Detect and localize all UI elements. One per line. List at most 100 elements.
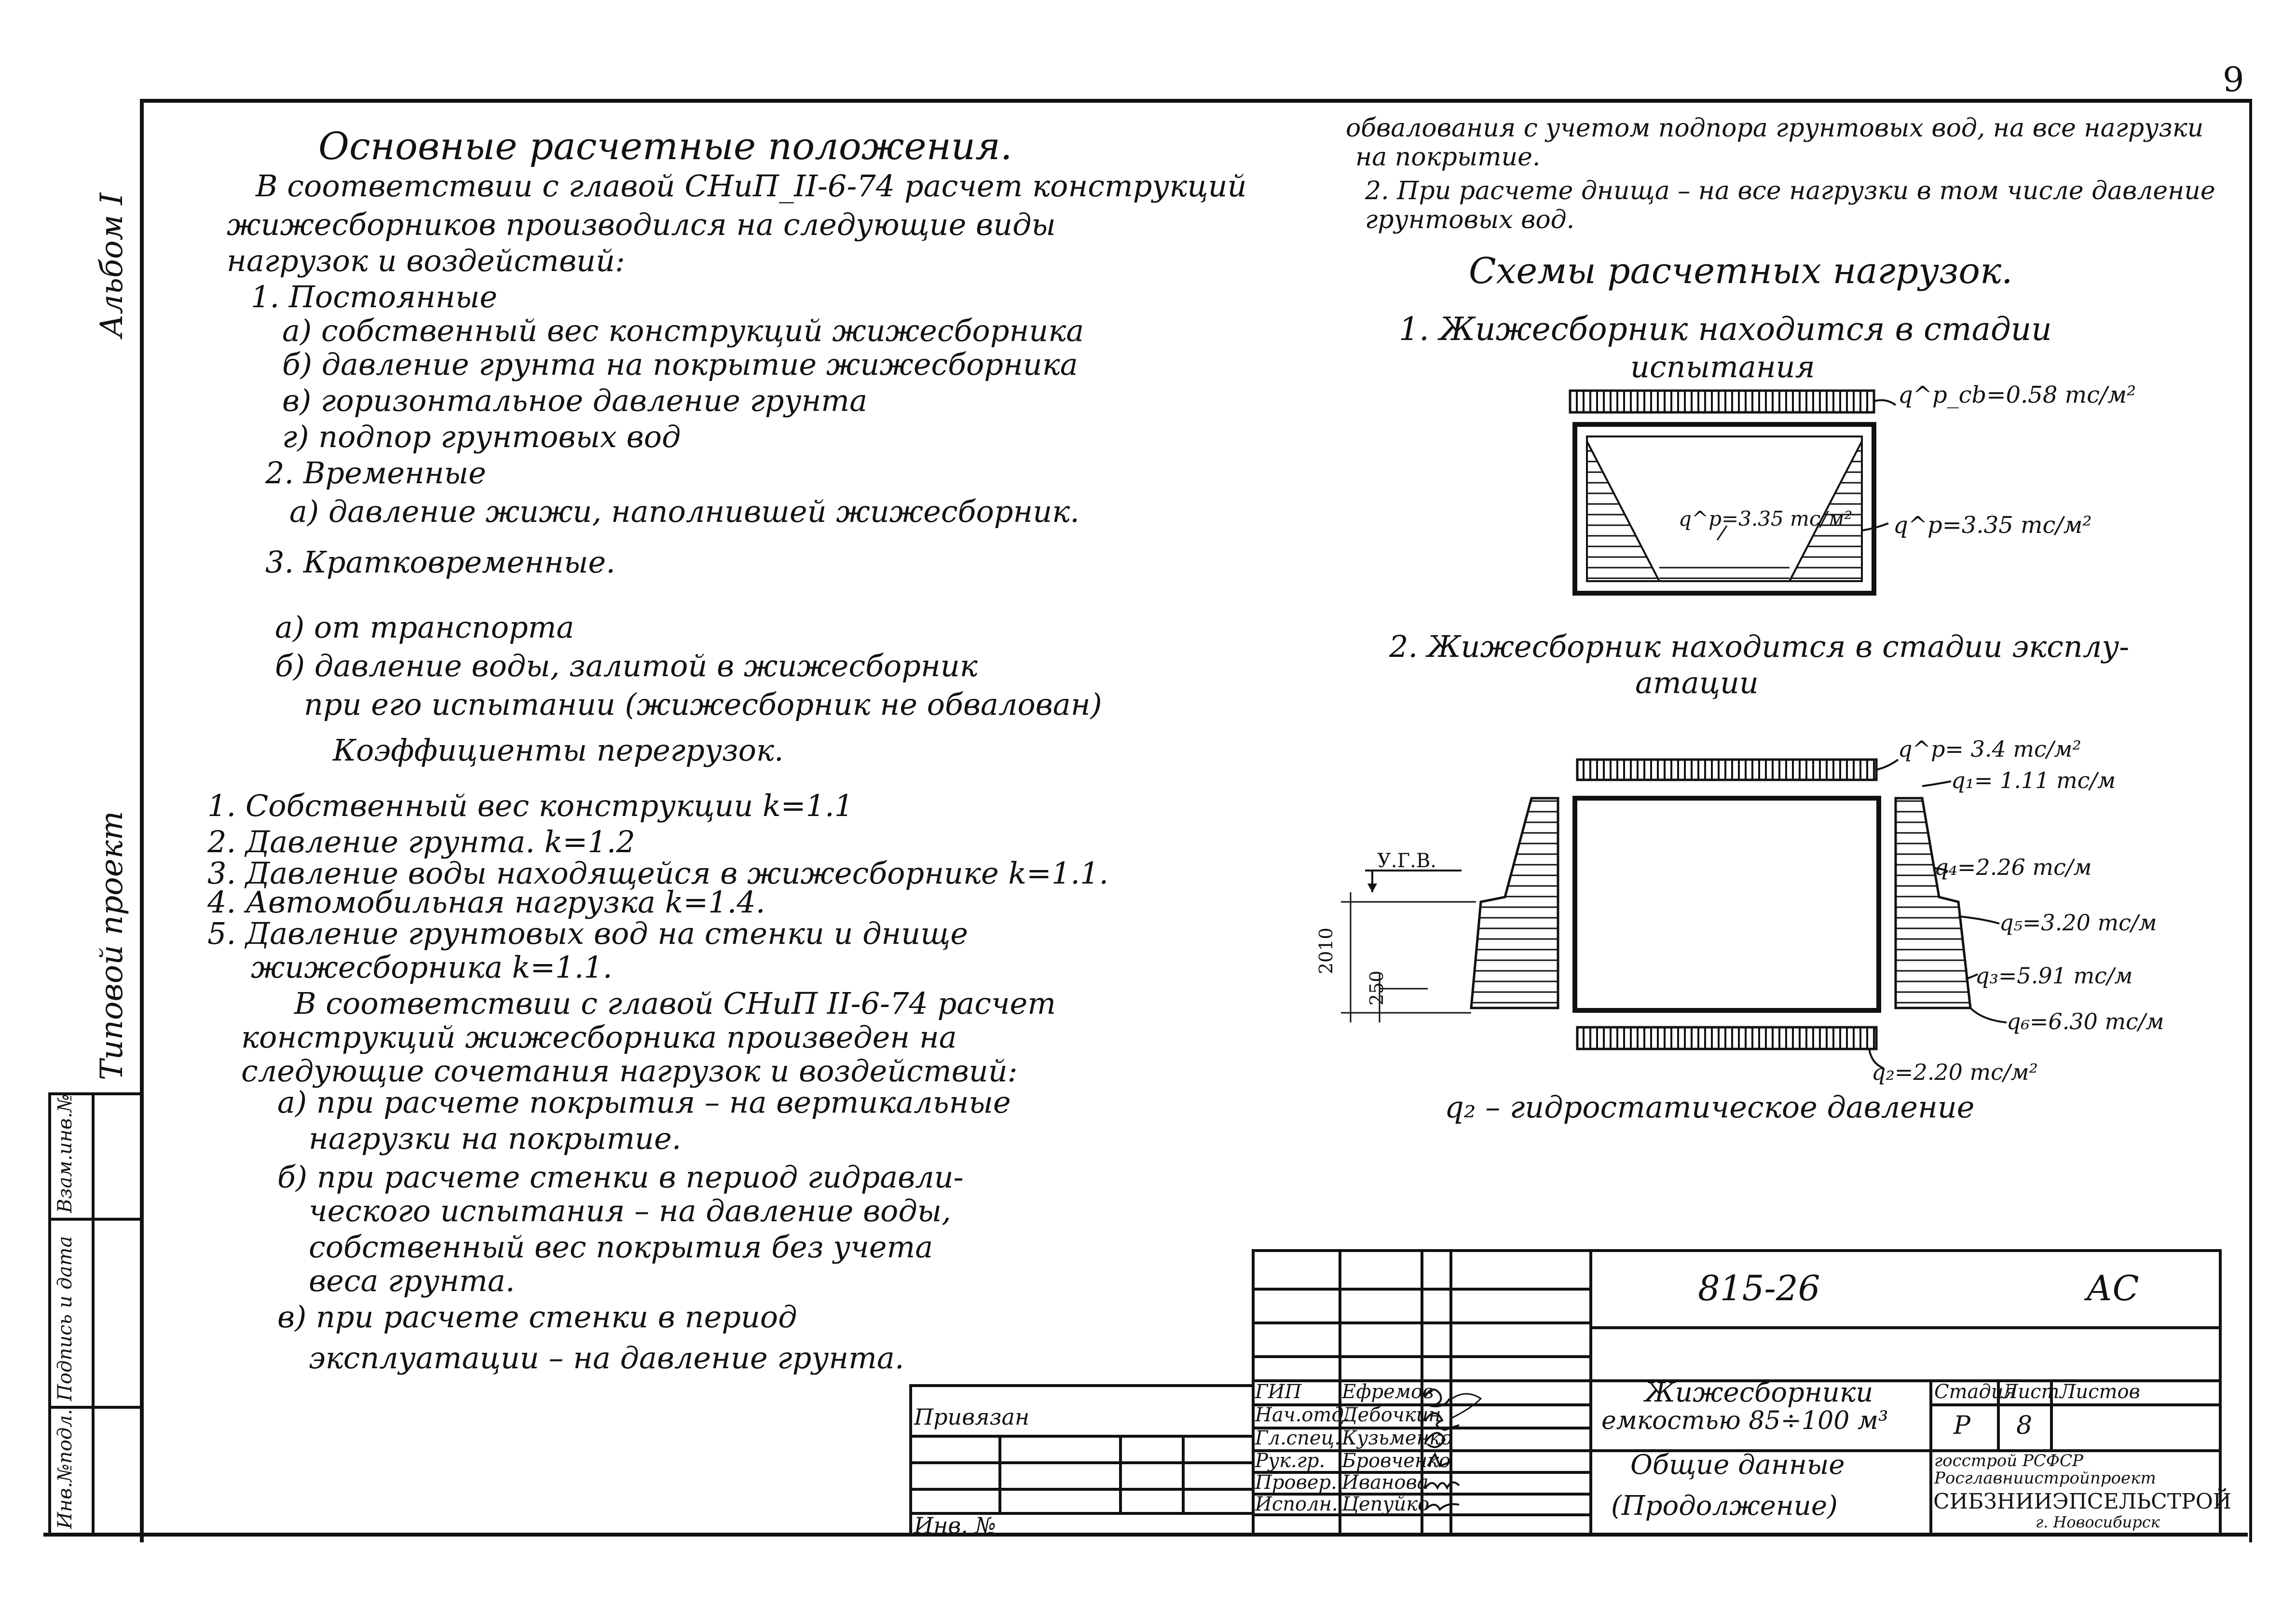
schemes-title: Схемы расчетных нагрузок.: [1469, 250, 2013, 292]
org-line: СИБЗНИИЭПСЕЛЬСТРОЙ: [1933, 1489, 2232, 1514]
intro-line: жижесборников производился на следующие …: [227, 207, 1056, 242]
combination-line: В соответствии с главой СНиП II-6-74 рас…: [294, 986, 1056, 1021]
continued-text: грунтовых вод.: [1365, 205, 1575, 234]
inv-label: Инв. №: [914, 1512, 996, 1538]
stamp-line: [1589, 1326, 2221, 1329]
stamp-line: [909, 1384, 1252, 1387]
groundwater-label: У.Г.В.: [1377, 850, 1436, 872]
load-label: q₆=6.30 тс/м: [2007, 1008, 2164, 1034]
side-stamp-line: [48, 1218, 140, 1221]
load-item: а) давление жижи, наполнившей жижесборни…: [289, 494, 1080, 529]
load-group-heading: 3. Кратковременные.: [265, 544, 615, 580]
stamp-line: [998, 1435, 1001, 1512]
combination-line: собственный вес покрытия без учета: [309, 1229, 933, 1265]
intro-line: нагрузок и воздействий:: [227, 243, 625, 278]
load-label: q₃=5.91 тс/м: [1975, 963, 2133, 989]
stage-header: Стадия: [1934, 1381, 2016, 1403]
stamp-line: [1252, 1493, 1589, 1496]
combination-line: эксплуатации – на давление грунта.: [309, 1340, 904, 1375]
stage-value: Р: [1954, 1411, 1970, 1440]
load-item: б) давление воды, залитой в жижесборник: [275, 648, 978, 683]
sheet-subtitle: Общие данные: [1630, 1449, 1845, 1481]
org-line: госстрой РСФСР: [1934, 1451, 2083, 1470]
stamp-line: [1421, 1249, 1423, 1534]
side-stamp-line: [48, 1406, 140, 1409]
load-label: q₂=2.20 тс/м²: [1872, 1059, 2038, 1085]
load-label: q₅=3.20 тс/м: [1999, 910, 2157, 936]
sheet-number: 9: [2223, 60, 2244, 99]
scheme1-drawing: [1569, 389, 1897, 596]
stamp-name: Дебочкин: [1342, 1404, 1441, 1426]
stamp-role: ГИП: [1255, 1381, 1302, 1403]
stamp-line: [1252, 1321, 1589, 1324]
load-item: а) от транспорта: [275, 610, 574, 645]
sheet-value: 8: [2016, 1411, 2033, 1440]
drawing-code: 815-26: [1698, 1268, 1820, 1308]
stamp-line: [1997, 1379, 2000, 1449]
org-line: Росглавниистройпроект: [1934, 1469, 2156, 1488]
load-item: г) подпор грунтовых вод: [282, 419, 681, 454]
coefficients-title: Коэффициенты перегрузок.: [333, 733, 784, 768]
coefficient-item: 1. Собственный вес конструкции k=1.1: [207, 788, 854, 823]
stamp-line: [1252, 1449, 1929, 1452]
stamp-line: [909, 1384, 912, 1534]
stamp-line: [1252, 1288, 1589, 1291]
load-label: q^p= 3.4 тс/м²: [1898, 736, 2081, 762]
scheme2-title: атации: [1635, 665, 1759, 700]
stamp-line: [1182, 1435, 1185, 1512]
combination-line: в) при расчете стенки в период: [277, 1299, 797, 1334]
coefficient-item: жижесборника k=1.1.: [251, 950, 613, 985]
stamp-line: [1929, 1449, 2221, 1452]
stamp-role: Провер.: [1255, 1471, 1337, 1494]
stamp-line: [1449, 1249, 1452, 1534]
stamp-line: [1252, 1513, 1589, 1516]
combination-line: веса грунта.: [309, 1263, 515, 1298]
combination-line: следующие сочетания нагрузок и воздейств…: [241, 1053, 1018, 1089]
combination-line: ческого испытания – на давление воды,: [309, 1193, 951, 1228]
sheet-subtitle: (Продолжение): [1611, 1490, 1838, 1522]
coefficient-item: 4. Автомобильная нагрузка k=1.4.: [207, 885, 765, 920]
stamp-line: [1929, 1403, 2221, 1406]
combination-line: а) при расчете покрытия – на вертикальны…: [277, 1085, 1011, 1120]
side-stamp-line: [48, 1092, 140, 1095]
stamp-line: [1929, 1379, 1932, 1534]
coefficient-item: 5. Давление грунтовых вод на стенки и дн…: [207, 916, 968, 951]
load-label: q^p_cb=0.58 тс/м²: [1898, 381, 2136, 408]
stamp-name: Ефремов: [1342, 1381, 1434, 1403]
stamp-line: [909, 1488, 1252, 1491]
continued-text: на покрытие.: [1355, 143, 1541, 172]
stamp-role: Нач.отд.: [1255, 1404, 1350, 1426]
stamp-line: [2219, 1249, 2222, 1534]
sheet-title: Жижесборники: [1645, 1377, 1873, 1408]
org-line: г. Новосибирск: [2036, 1513, 2160, 1531]
stamp-line: [909, 1435, 1252, 1438]
stamp-line: [909, 1461, 1252, 1464]
stamp-line: [2050, 1379, 2053, 1449]
stamp-line: [1252, 1355, 1589, 1358]
side-stamp-line: [48, 1092, 51, 1533]
drawing-frame: [140, 99, 2252, 1542]
stamp-line: [1252, 1427, 1589, 1429]
scheme2-title: 2. Жижесборник находится в стадии эксплу…: [1389, 629, 2130, 664]
stamp-name: Бровченко: [1342, 1450, 1451, 1472]
hydrostatic-note: q₂ – гидростатическое давление: [1445, 1089, 1975, 1125]
scheme1-title: испытания: [1630, 349, 1815, 384]
side-stamp-line: [92, 1092, 95, 1533]
load-item: при его испытании (жижесборник не обвало…: [304, 687, 1102, 722]
stamp-line: [909, 1512, 1252, 1515]
stamp-role: Гл.спец.: [1255, 1427, 1341, 1449]
sheets-header: Листов: [2060, 1381, 2140, 1403]
load-label: q^p=3.35 тс/м²: [1893, 512, 2092, 539]
frame-bottom-line: [43, 1533, 2248, 1537]
load-label: q₁= 1.11 тс/м: [1951, 767, 2116, 793]
combination-line: б) при расчете стенки в период гидравли-: [277, 1159, 964, 1195]
stamp-role: Исполн.: [1255, 1493, 1338, 1515]
intro-line: В соответствии с главой СНиП_II-6-74 рас…: [256, 168, 1247, 204]
coefficient-item: 2. Давление грунта. k=1.2: [207, 824, 635, 859]
sheet-header: Лист: [2002, 1381, 2060, 1403]
stamp-name: Кузьменко: [1342, 1427, 1452, 1449]
stamp-line: [1252, 1403, 1589, 1406]
sheet-number-underline: [2207, 99, 2245, 102]
load-label: q₄=2.26 тс/м: [1934, 854, 2092, 880]
stamp-line: [1252, 1379, 2221, 1382]
